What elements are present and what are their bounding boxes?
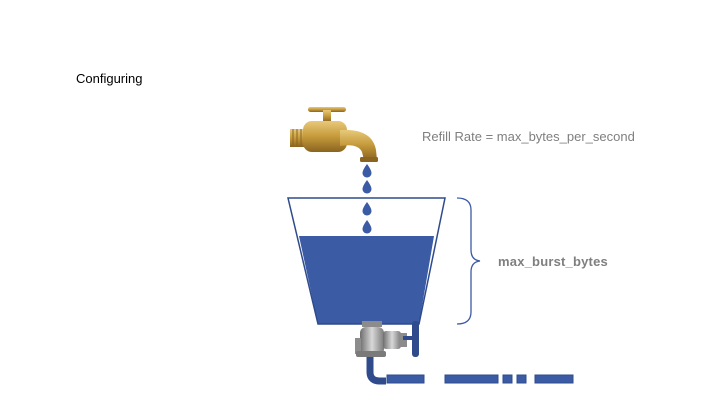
pipe-icon bbox=[366, 357, 574, 385]
water-drops bbox=[362, 164, 372, 234]
bucket-water bbox=[299, 236, 434, 324]
slide-title: Configuring bbox=[76, 71, 143, 86]
water-drop-icon bbox=[362, 220, 372, 234]
water-drop-icon bbox=[362, 180, 372, 194]
water-drop-icon bbox=[362, 202, 372, 216]
faucet-icon bbox=[290, 107, 378, 162]
refill-rate-label: Refill Rate = max_bytes_per_second bbox=[422, 129, 635, 144]
water-drop-icon bbox=[362, 164, 372, 178]
max-burst-bytes-label: max_burst_bytes bbox=[498, 254, 608, 269]
valve-icon bbox=[355, 321, 419, 357]
bucket bbox=[287, 197, 446, 325]
burst-brace bbox=[456, 197, 481, 325]
